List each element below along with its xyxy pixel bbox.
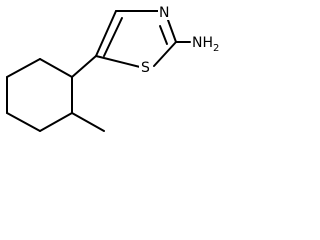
- cyclohexane-ring: [6, 58, 73, 132]
- bond-c4-c5-inner: [103, 17, 123, 57]
- bond-methyl: [71, 112, 105, 132]
- amine-label: NH2: [192, 35, 219, 54]
- chemical-structure-diagram: N S NH2: [6, 4, 219, 132]
- bond-s1-c5: [95, 55, 141, 68]
- amine-symbol: NH: [192, 35, 213, 51]
- bond-ring-5: [39, 112, 73, 132]
- bond-thiazole-cyclohexyl: [71, 55, 97, 78]
- ring-sulfur-label: S: [141, 60, 150, 76]
- sulfur-label-bg: [139, 59, 153, 75]
- ring-nitrogen-label: N: [159, 5, 169, 21]
- amine-subscript: 2: [213, 43, 219, 54]
- thiazole-ring: [95, 10, 177, 68]
- bond-ring-1: [39, 58, 73, 78]
- nitrogen-label-bg: [158, 4, 172, 20]
- bond-c2-s1: [153, 41, 177, 67]
- bond-ring-4: [6, 112, 41, 132]
- bond-c4-c5: [95, 10, 117, 57]
- bond-ring-2: [6, 58, 41, 78]
- bond-n3-c2: [167, 19, 177, 43]
- bond-n3-c2-inner: [159, 25, 168, 45]
